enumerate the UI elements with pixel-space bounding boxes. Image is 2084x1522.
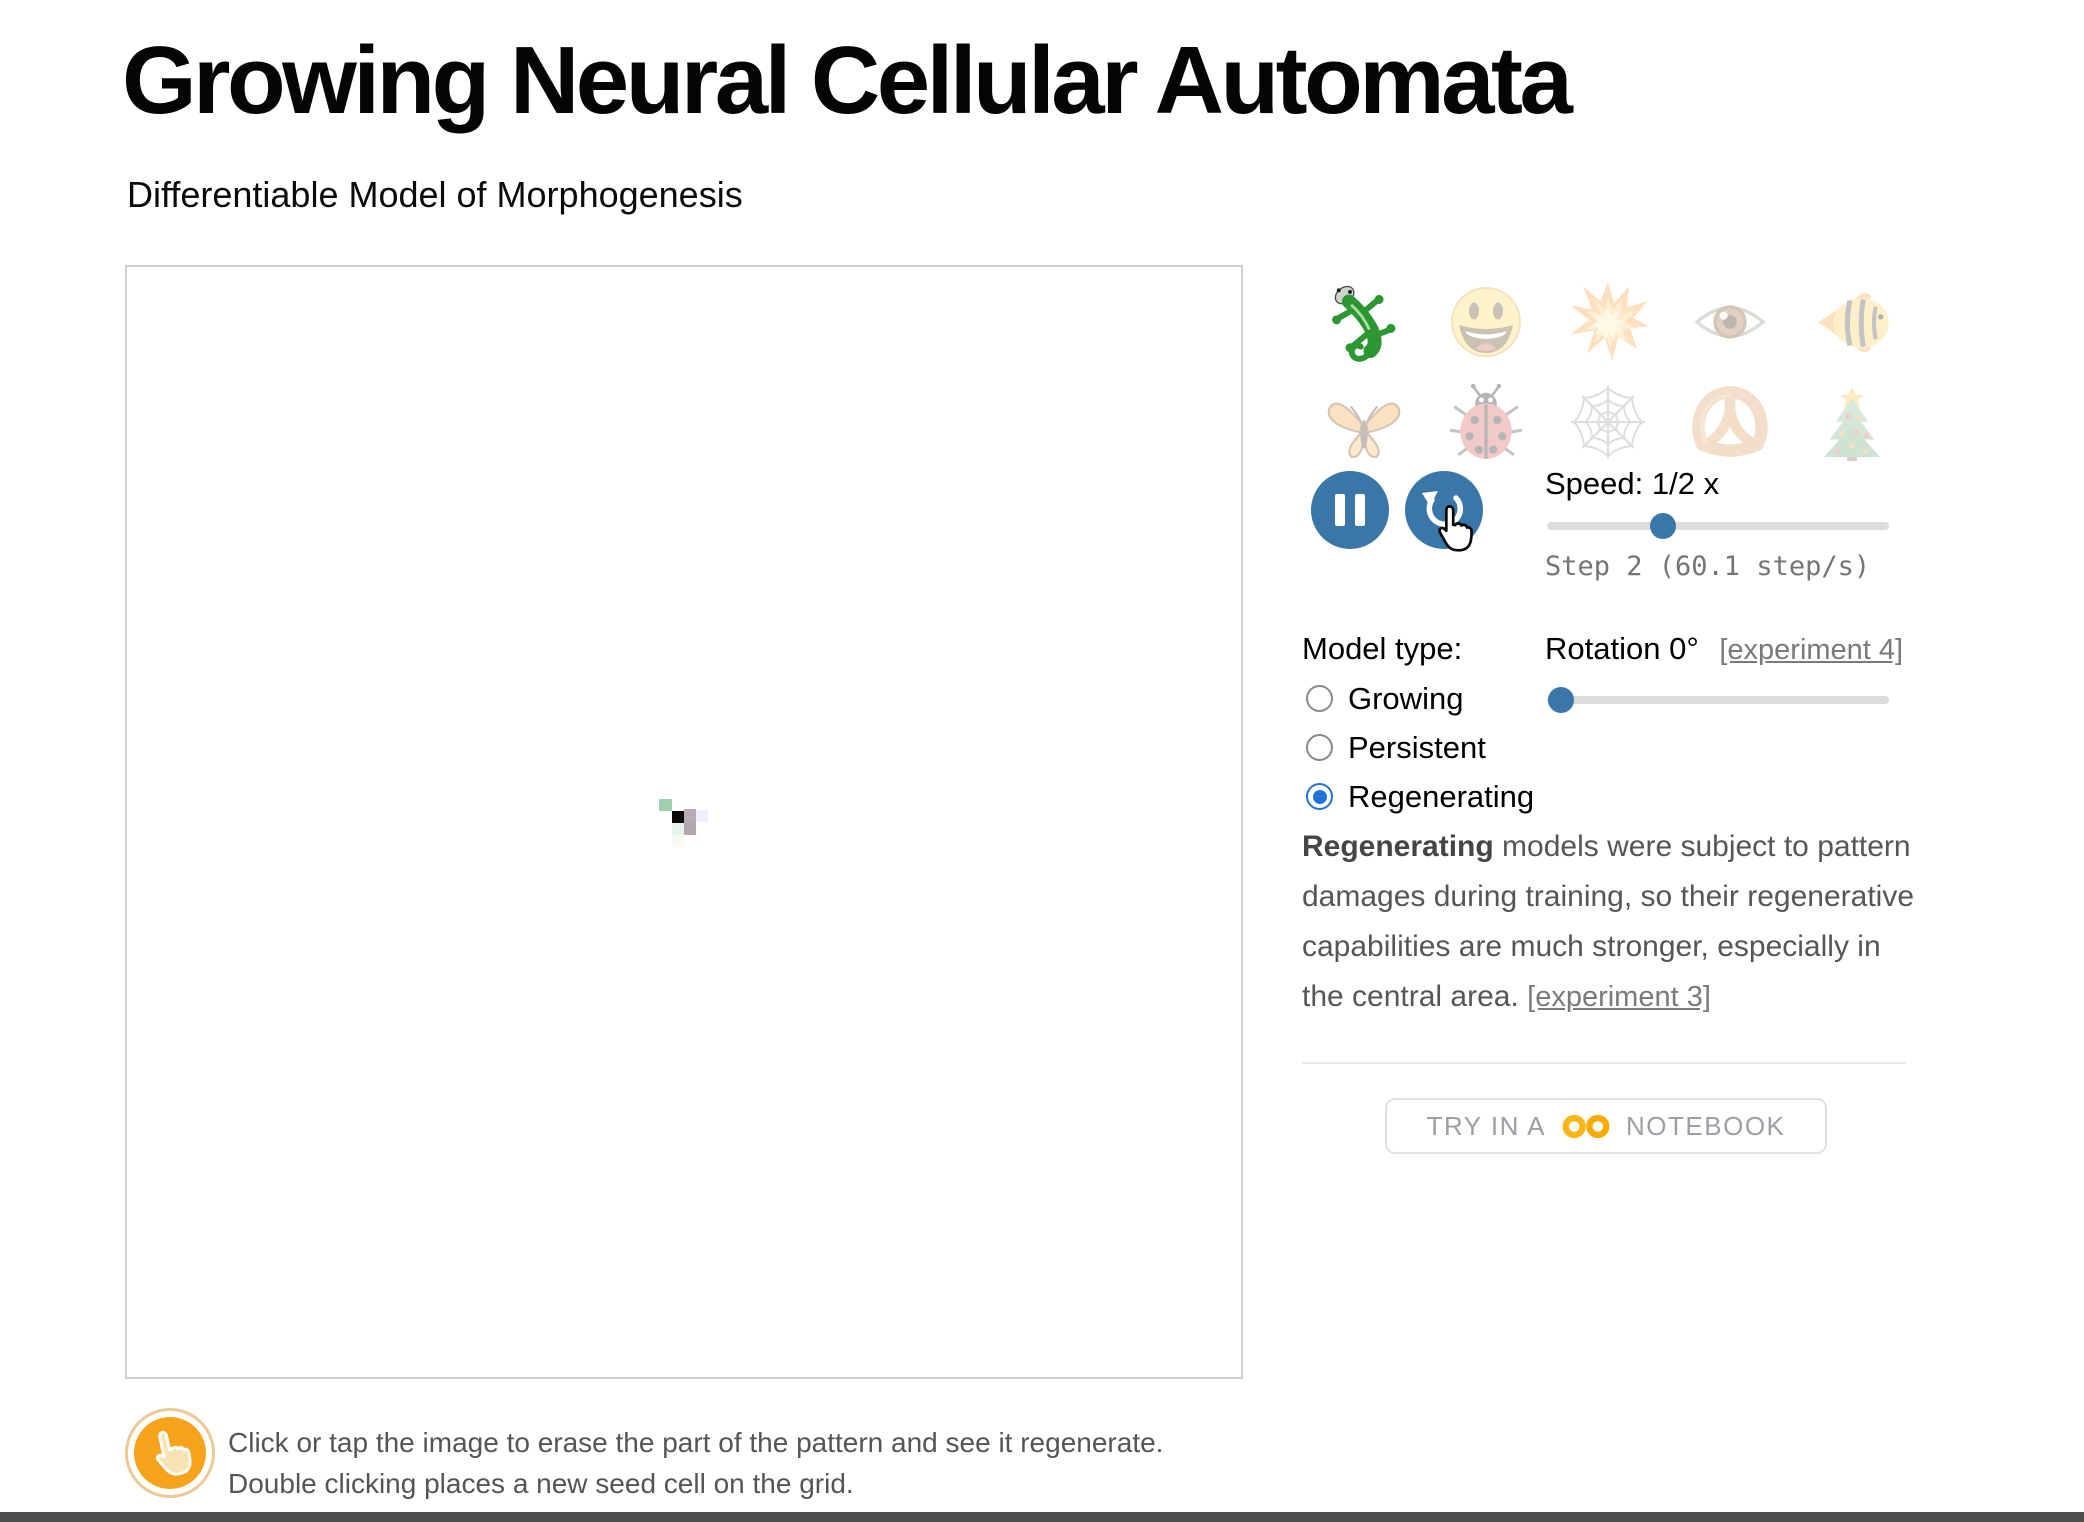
radio-label: Regenerating bbox=[1348, 778, 1535, 814]
panel-divider bbox=[1302, 1062, 1906, 1064]
page-subtitle: Differentiable Model of Morphogenesis bbox=[127, 174, 743, 215]
palette-item-smiley[interactable] bbox=[1441, 272, 1531, 372]
experiment-3-link[interactable]: [experiment 3] bbox=[1527, 981, 1711, 1013]
description-text: capabilities are much stronger, especial… bbox=[1302, 930, 1881, 963]
footer-bar bbox=[0, 1512, 2084, 1522]
rotation-slider-track[interactable] bbox=[1547, 696, 1889, 704]
eye-icon bbox=[1694, 305, 1766, 339]
pause-button[interactable] bbox=[1311, 471, 1389, 549]
notebook-button-prefix: TRY IN A bbox=[1426, 1110, 1547, 1141]
model-description: Regenerating models were subject to patt… bbox=[1302, 822, 1932, 1022]
palette-item-tropical-fish[interactable] bbox=[1807, 272, 1897, 372]
pattern-palette bbox=[1319, 272, 1897, 472]
christmas-tree-icon bbox=[1823, 386, 1881, 461]
rotation-slider-thumb[interactable] bbox=[1547, 687, 1574, 713]
reset-icon bbox=[1422, 491, 1464, 527]
butterfly-icon bbox=[1327, 402, 1401, 459]
palette-item-butterfly[interactable] bbox=[1319, 372, 1409, 472]
pause-icon bbox=[1335, 494, 1365, 526]
model-type-label: Model type: bbox=[1302, 631, 1463, 666]
hint-line-1: Click or tap the image to erase the part… bbox=[228, 1427, 1164, 1458]
colab-logo-icon bbox=[1562, 1114, 1610, 1138]
palette-item-ladybug[interactable] bbox=[1441, 372, 1531, 472]
pretzel-icon bbox=[1692, 386, 1768, 457]
radio-label: Growing bbox=[1348, 680, 1464, 716]
radio-option-growing[interactable]: Growing bbox=[1306, 674, 1534, 723]
notebook-button-suffix: NOTEBOOK bbox=[1626, 1110, 1786, 1141]
radio-circle[interactable] bbox=[1306, 734, 1333, 761]
speed-label: Speed: 1/2 x bbox=[1545, 466, 1720, 501]
rotation-slider[interactable] bbox=[1547, 686, 1889, 714]
speed-slider-track[interactable] bbox=[1547, 522, 1889, 530]
tropical-fish-icon bbox=[1818, 292, 1889, 353]
radio-option-persistent[interactable]: Persistent bbox=[1306, 723, 1534, 772]
lizard-icon bbox=[1332, 285, 1396, 362]
hint-line-2: Double clicking places a new seed cell o… bbox=[228, 1468, 854, 1499]
ca-canvas[interactable] bbox=[125, 265, 1243, 1379]
ca-cell bbox=[672, 823, 684, 835]
hint-hand-icon bbox=[125, 1408, 215, 1498]
description-text: models were subject to pattern bbox=[1493, 830, 1911, 863]
radio-label: Persistent bbox=[1348, 729, 1486, 765]
ca-cell bbox=[696, 810, 708, 822]
try-notebook-button[interactable]: TRY IN A NOTEBOOK bbox=[1385, 1098, 1827, 1154]
ladybug-icon bbox=[1449, 383, 1523, 459]
palette-item-spider-web[interactable] bbox=[1563, 372, 1653, 472]
description-text: damages during training, so their regene… bbox=[1302, 880, 1915, 913]
palette-item-christmas-tree[interactable] bbox=[1807, 372, 1897, 472]
palette-item-pretzel[interactable] bbox=[1685, 372, 1775, 472]
spider-web-icon bbox=[1571, 385, 1645, 459]
reset-button[interactable] bbox=[1405, 471, 1483, 549]
smiley-icon bbox=[1451, 287, 1521, 357]
model-type-radio-group: Growing Persistent Regenerating bbox=[1306, 674, 1534, 821]
ca-cell bbox=[672, 835, 684, 847]
pointing-hand-icon bbox=[155, 1430, 192, 1476]
explosion-icon bbox=[1570, 282, 1649, 361]
experiment-4-link[interactable]: [experiment 4] bbox=[1719, 634, 1904, 666]
palette-item-explosion[interactable] bbox=[1563, 272, 1653, 372]
rotation-row: Rotation 0° [experiment 4] bbox=[1545, 631, 1903, 667]
rotation-label: Rotation 0° bbox=[1545, 631, 1699, 666]
page-title: Growing Neural Cellular Automata bbox=[122, 27, 1573, 134]
hint-hand-icon-circle bbox=[134, 1417, 206, 1489]
description-text: the central area. bbox=[1302, 980, 1528, 1013]
step-status: Step 2 (60.1 step/s) bbox=[1545, 551, 1871, 582]
speed-slider-thumb[interactable] bbox=[1650, 513, 1677, 539]
radio-option-regenerating[interactable]: Regenerating bbox=[1306, 772, 1534, 821]
radio-circle-checked[interactable] bbox=[1306, 783, 1333, 810]
ca-cell bbox=[684, 809, 696, 823]
description-bold: Regenerating bbox=[1302, 830, 1494, 863]
palette-item-lizard[interactable] bbox=[1319, 272, 1409, 372]
ca-cell bbox=[672, 811, 684, 823]
ca-cell bbox=[684, 823, 696, 835]
hint-text: Click or tap the image to erase the part… bbox=[228, 1422, 1163, 1504]
ca-cell bbox=[659, 799, 672, 811]
speed-slider[interactable] bbox=[1547, 512, 1889, 540]
palette-item-eye[interactable] bbox=[1685, 272, 1775, 372]
radio-circle[interactable] bbox=[1306, 685, 1333, 712]
